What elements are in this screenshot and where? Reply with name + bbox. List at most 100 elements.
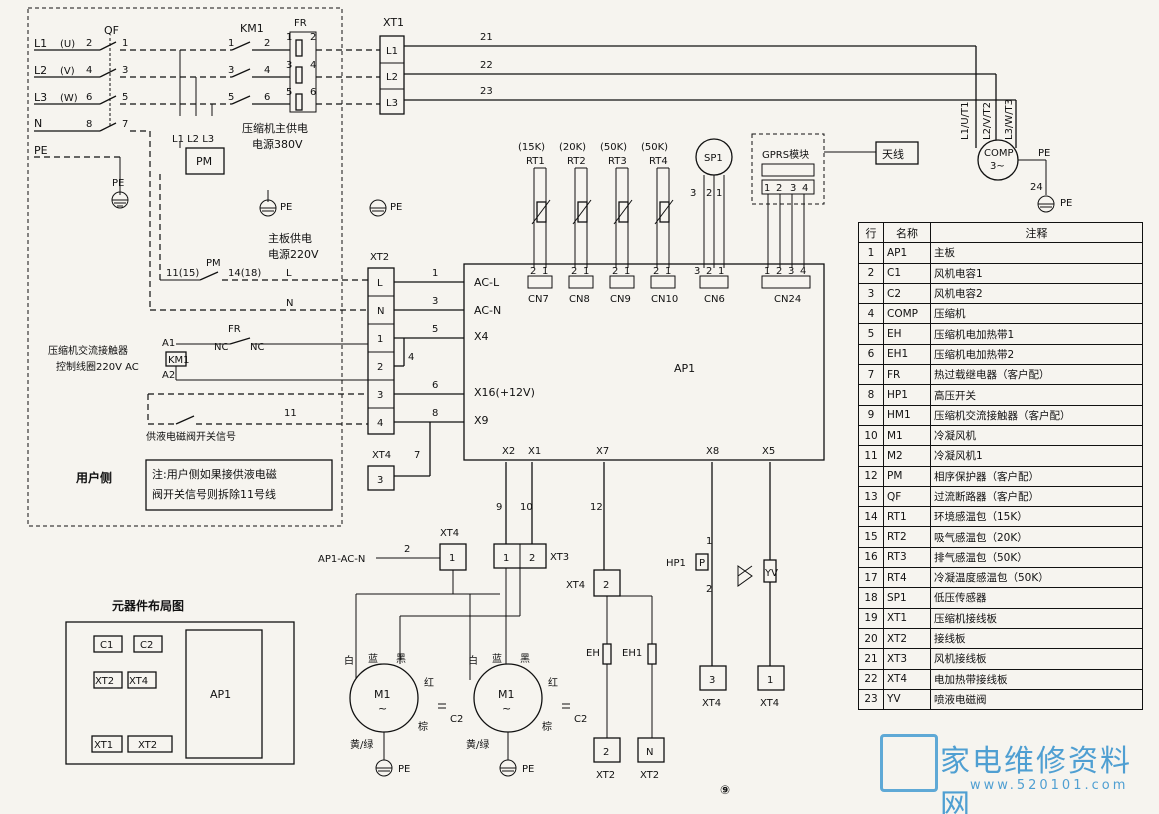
port-x5: X5 xyxy=(762,446,775,457)
svg-text:XT1: XT1 xyxy=(94,740,113,751)
hp1-label: HP1 xyxy=(666,558,686,569)
legend-index: 15 xyxy=(858,526,884,548)
fr-label: FR xyxy=(294,18,307,29)
comp-power-label: 压缩机主供电 xyxy=(242,121,308,135)
connector xyxy=(650,275,676,289)
port-x9: X9 xyxy=(474,414,489,427)
svg-text:M1: M1 xyxy=(498,688,515,701)
legend-desc: 风机电容1 xyxy=(930,262,1143,284)
xt1-label: XT1 xyxy=(383,16,404,29)
svg-text:11: 11 xyxy=(284,408,297,419)
legend-desc: 接线板 xyxy=(930,627,1143,650)
svg-text:3: 3 xyxy=(432,296,438,307)
svg-text:4: 4 xyxy=(800,266,806,277)
legend-code: C1 xyxy=(883,262,931,284)
legend-index: 1 xyxy=(858,242,884,264)
legend-index: 12 xyxy=(858,465,884,487)
sensor-name: RT2 xyxy=(567,156,586,167)
svg-text:NC: NC xyxy=(250,342,264,353)
svg-text:7: 7 xyxy=(122,119,128,130)
svg-text:N: N xyxy=(646,747,653,758)
svg-text:P: P xyxy=(699,558,705,569)
thermistor-slash xyxy=(531,199,551,225)
svg-text:SP1: SP1 xyxy=(704,153,723,164)
legend-desc: 风机接线板 xyxy=(930,648,1143,670)
sensor-value: (20K) xyxy=(559,142,586,153)
port-acn: AC-N xyxy=(474,304,501,317)
svg-text:A2: A2 xyxy=(162,370,175,381)
book-icon xyxy=(880,734,938,792)
svg-text:6: 6 xyxy=(310,87,316,98)
svg-text:3: 3 xyxy=(709,675,715,686)
legend-code: SP1 xyxy=(883,587,931,609)
legend-desc: 低压传感器 xyxy=(930,587,1143,609)
svg-text:1: 1 xyxy=(767,675,773,686)
watermark: 家电维修资料网 www.520101.com xyxy=(880,730,1150,814)
svg-text:XT2: XT2 xyxy=(640,770,659,781)
connector xyxy=(527,275,553,289)
svg-text:10: 10 xyxy=(520,502,533,513)
svg-text:XT2: XT2 xyxy=(95,676,114,687)
svg-text:2: 2 xyxy=(529,553,535,564)
svg-text:L2: L2 xyxy=(386,72,398,83)
port-x16: X16(+12V) xyxy=(474,386,535,399)
svg-text:5: 5 xyxy=(286,87,292,98)
coil-label: 压缩机交流接触器 xyxy=(48,344,128,357)
legend-desc: 压缩机交流接触器（客户配） xyxy=(930,404,1143,426)
legend-index: 19 xyxy=(858,607,884,629)
svg-text:3: 3 xyxy=(122,65,128,76)
svg-text:XT4: XT4 xyxy=(566,580,585,591)
comp-label: COMP xyxy=(984,148,1014,159)
legend-desc: 冷凝风机1 xyxy=(930,445,1143,467)
xt4-block-heater xyxy=(593,569,621,597)
antenna-box xyxy=(875,141,919,165)
connector xyxy=(609,275,635,289)
legend-index: 9 xyxy=(858,404,884,426)
eh1-heater xyxy=(647,643,657,665)
svg-text:EH: EH xyxy=(586,648,600,659)
svg-text:L2/V/T2: L2/V/T2 xyxy=(982,102,993,140)
svg-text:C2: C2 xyxy=(450,714,463,725)
yv-valve xyxy=(763,559,777,583)
svg-text:KM1: KM1 xyxy=(168,355,190,366)
svg-text:M1: M1 xyxy=(374,688,391,701)
svg-text:白: 白 xyxy=(344,654,354,667)
svg-text:12: 12 xyxy=(590,502,603,513)
svg-text:L1: L1 xyxy=(386,46,398,57)
comp-power-label2: 电源380V xyxy=(252,137,303,151)
ground-icon: PE xyxy=(259,190,292,217)
svg-text:1: 1 xyxy=(706,536,712,547)
legend-header-row: 行 xyxy=(858,221,884,244)
svg-text:FR: FR xyxy=(228,324,241,335)
legend-index: 20 xyxy=(858,627,884,650)
svg-text:3: 3 xyxy=(788,266,794,277)
svg-text:NC: NC xyxy=(214,342,228,353)
legend-desc: 风机电容2 xyxy=(930,282,1143,305)
pe-label-left: PE xyxy=(112,178,124,189)
watermark-title: 家电维修资料网 xyxy=(940,744,1132,814)
svg-text:4: 4 xyxy=(377,418,383,429)
valve-signal-label: 供液电磁阀开关信号 xyxy=(146,430,236,443)
svg-text:XT4: XT4 xyxy=(760,698,779,709)
eh-heater xyxy=(602,643,612,665)
legend-desc: 喷液电磁阀 xyxy=(930,688,1143,711)
legend-code: PM xyxy=(883,465,931,487)
svg-text:PE: PE xyxy=(398,764,410,775)
svg-text:1: 1 xyxy=(286,32,292,43)
svg-text:3: 3 xyxy=(694,266,700,277)
svg-text:4: 4 xyxy=(264,65,270,76)
svg-text:4: 4 xyxy=(408,352,414,363)
pin-label: 1 xyxy=(542,266,548,277)
